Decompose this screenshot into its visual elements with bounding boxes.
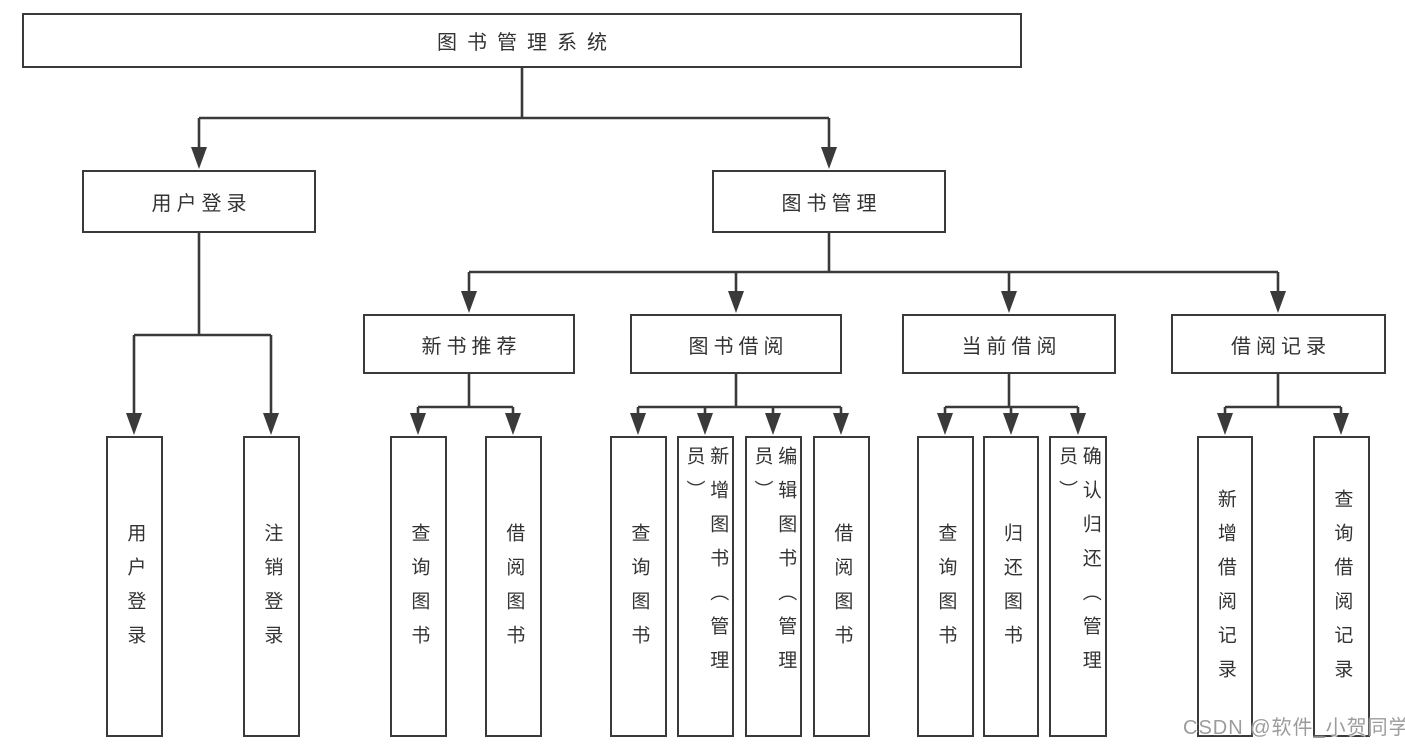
node-leaf-return-book: 归还图书 (983, 436, 1039, 737)
node-leaf-borrow-book-recommend: 借阅图书 (485, 436, 542, 737)
node-leaf-search-book-borrow: 查询图书 (610, 436, 667, 737)
node-borrowing-records-label: 借阅记录 (1231, 335, 1331, 358)
node-leaf-confirm-return-admin-label: 确认归还（管理员） (1056, 446, 1101, 684)
node-leaf-search-book-borrow-label: 查询图书 (628, 522, 650, 659)
node-user-login-branch-label: 用户登录 (151, 193, 252, 215)
node-leaf-search-book-current-label: 查询图书 (935, 522, 957, 659)
node-leaf-borrow-book-recommend-label: 借阅图书 (503, 522, 525, 659)
node-leaf-login-label: 用户登录 (124, 522, 146, 659)
node-leaf-search-book-recommend-label: 查询图书 (408, 522, 430, 659)
node-book-borrowing-label: 图书借阅 (688, 335, 789, 358)
node-leaf-add-book-admin: 新增图书（管理员） (677, 436, 734, 737)
node-borrowing-records: 借阅记录 (1171, 314, 1386, 374)
node-user-login-branch: 用户登录 (82, 170, 316, 233)
node-leaf-search-borrow-record-label: 查询借阅记录 (1331, 488, 1353, 693)
node-leaf-logout: 注销登录 (243, 436, 300, 737)
node-leaf-add-borrow-record-label: 新增借阅记录 (1214, 488, 1236, 693)
node-leaf-borrow-book-label: 借阅图书 (831, 522, 853, 659)
node-leaf-edit-book-admin-label: 编辑图书（管理员） (751, 446, 797, 684)
node-leaf-return-book-label: 归还图书 (1000, 522, 1022, 659)
node-book-management-branch-label: 图书管理 (781, 193, 882, 215)
node-book-borrowing: 图书借阅 (630, 314, 842, 374)
node-root-system: 图书管理系统 (22, 13, 1022, 68)
node-leaf-add-borrow-record: 新增借阅记录 (1197, 436, 1253, 737)
node-leaf-borrow-book: 借阅图书 (813, 436, 870, 737)
node-current-borrowing: 当前借阅 (902, 314, 1116, 374)
node-leaf-search-borrow-record: 查询借阅记录 (1313, 436, 1370, 737)
node-leaf-add-book-admin-label: 新增图书（管理员） (683, 446, 729, 684)
node-leaf-logout-label: 注销登录 (261, 522, 283, 659)
node-leaf-edit-book-admin: 编辑图书（管理员） (745, 436, 802, 737)
csdn-watermark: CSDN @软件_小贺同学 (1183, 717, 1405, 739)
node-new-book-recommend-label: 新书推荐 (421, 335, 522, 358)
node-book-management-branch: 图书管理 (712, 170, 946, 233)
node-leaf-login: 用户登录 (106, 436, 163, 737)
node-leaf-search-book-recommend: 查询图书 (390, 436, 447, 737)
node-root-label: 图书管理系统 (437, 32, 617, 54)
node-current-borrowing-label: 当前借阅 (961, 335, 1062, 358)
node-new-book-recommend: 新书推荐 (363, 314, 575, 374)
node-leaf-confirm-return-admin: 确认归还（管理员） (1049, 436, 1107, 737)
node-leaf-search-book-current: 查询图书 (917, 436, 974, 737)
